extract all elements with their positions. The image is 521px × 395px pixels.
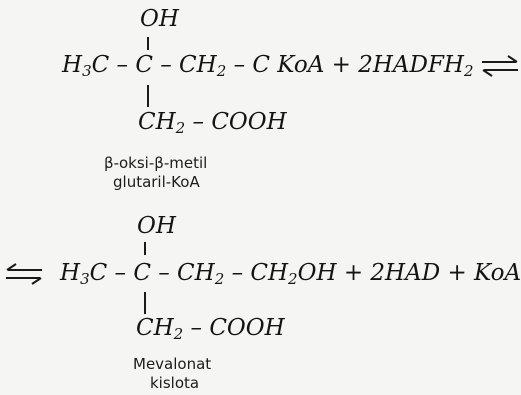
formula-main-line-2: H3C – C – CH2 – CH2OH + 2HAD + KoA <box>60 260 521 288</box>
formula-subscript: 2 <box>216 62 227 80</box>
bond-oh-to-carbon-1 <box>147 37 149 50</box>
equilibrium-arrow-icon <box>482 55 518 77</box>
compound-caption-1: β-oksi-β-metil <box>104 154 208 172</box>
side-chain-cooh: – COOH <box>183 315 285 341</box>
formula-main-line-1: H3C – C – CH2 – C KoA + 2HADFH2 <box>62 52 474 80</box>
side-chain-ch: CH <box>136 315 174 341</box>
bond-oh-to-carbon-2 <box>144 242 146 255</box>
formula-chain-end: OH + 2HAD + KoA <box>297 260 521 286</box>
formula-chain-end: – C KoA + 2HADFH <box>226 52 464 78</box>
compound-caption-1b: glutaril-KoA <box>113 173 200 191</box>
formula-subscript: 2 <box>214 270 225 288</box>
compound-caption-2: Mevalonat <box>133 355 212 373</box>
hydroxyl-group-top-1: OH <box>140 6 179 32</box>
compound-caption-2b: kislota <box>150 374 200 392</box>
formula-subscript: 2 <box>288 270 298 288</box>
side-chain-ch: CH <box>138 109 176 135</box>
bond-carbon-to-side-chain-1 <box>147 85 149 107</box>
bond-carbon-to-side-chain-2 <box>144 292 146 314</box>
side-chain-cooh: – COOH <box>185 109 287 135</box>
side-chain-2: CH2 – COOH <box>136 315 285 343</box>
formula-h3c-h: H <box>60 260 81 286</box>
equilibrium-arrow-icon <box>6 263 42 285</box>
formula-subscript: 2 <box>173 325 184 343</box>
formula-subscript: 3 <box>80 270 90 288</box>
hydroxyl-group-top-2: OH <box>137 213 176 239</box>
formula-chain-mid: – CH <box>224 260 289 286</box>
formula-subscript: 2 <box>463 62 474 80</box>
side-chain-1: CH2 – COOH <box>138 109 287 137</box>
formula-subscript: 3 <box>82 62 92 80</box>
formula-chain: C – C – CH <box>89 260 215 286</box>
formula-h3c-h: H <box>62 52 83 78</box>
formula-chain: C – C – CH <box>91 52 217 78</box>
formula-subscript: 2 <box>175 119 186 137</box>
